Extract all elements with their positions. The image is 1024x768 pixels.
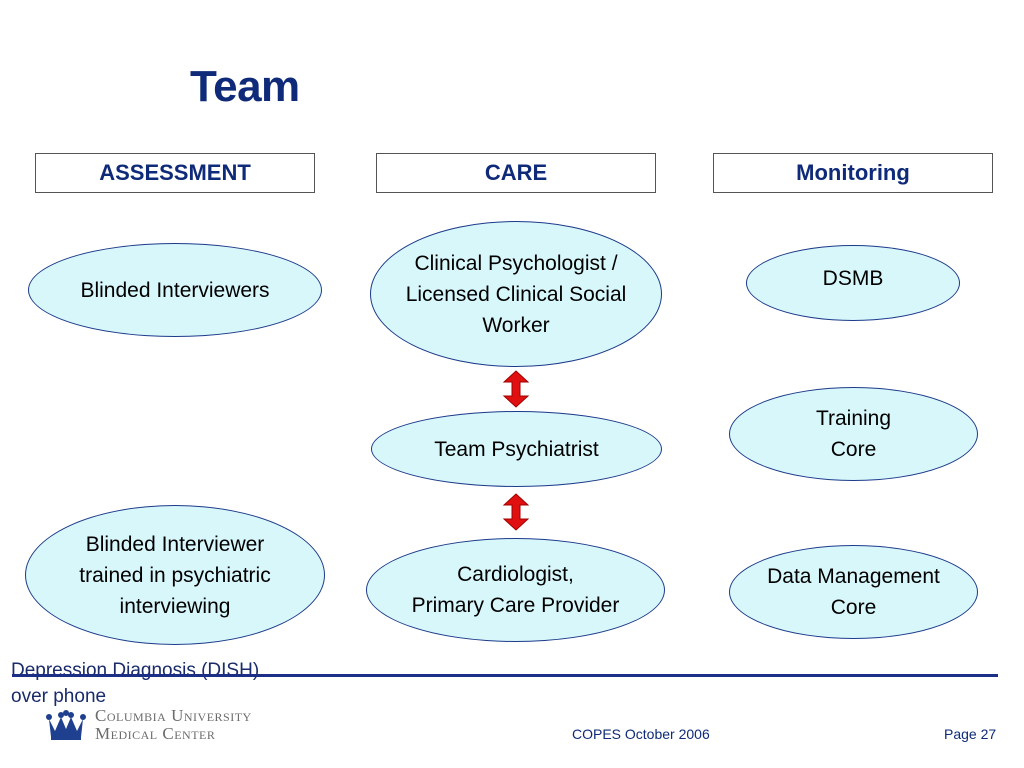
column-header-assessment: ASSESSMENT [35,153,315,193]
node-label: Data Management Core [767,561,940,623]
node-label: Clinical Psychologist / Licensed Clinica… [406,248,627,341]
node-line: DSMB [822,266,884,290]
footnote-line: Depression Diagnosis (DISH) [11,660,260,681]
node-blinded-interviewer-trained: Blinded Interviewer trained in psychiatr… [25,505,325,645]
column-header-care: CARE [376,153,656,193]
node-dsmb: DSMB [746,245,960,321]
footnote: Depression Diagnosis (DISH) over phone [11,658,259,710]
node-data-management-core: Data Management Core [729,545,978,639]
node-training-core: Training Core [729,387,978,481]
node-line: Blinded Interviewers [80,278,270,302]
column-header-monitoring: Monitoring [713,153,993,193]
node-clinical-psychologist: Clinical Psychologist / Licensed Clinica… [370,221,662,367]
node-line: Licensed Clinical Social [405,282,627,306]
page-number: Page 27 [944,726,997,742]
node-team-psychiatrist: Team Psychiatrist [371,411,662,487]
node-line: Training [815,407,892,430]
logo-line: Medical Center [95,724,216,743]
node-line: Blinded Interviewer [85,532,265,556]
node-line: trained in psychiatric [79,563,271,587]
double-arrow-icon [503,370,529,408]
node-cardiologist: Cardiologist, Primary Care Provider [366,538,665,642]
node-line: Worker [482,313,550,337]
page-title: Team [190,62,300,111]
footer-rule [12,674,998,677]
node-blinded-interviewers: Blinded Interviewers [28,243,322,337]
node-line: Core [830,596,877,619]
logo-wordmark: Columbia University Medical Center [95,707,252,743]
node-line: Core [830,438,877,461]
double-arrow-icon [503,493,529,531]
node-line: Data Management [767,565,940,588]
crown-icon [46,710,86,740]
node-line: interviewing [119,594,231,618]
node-label: Blinded Interviewer trained in psychiatr… [79,529,270,622]
node-label: Training Core [816,403,891,465]
node-label: Cardiologist, Primary Care Provider [412,559,620,621]
node-label: Team Psychiatrist [434,434,599,465]
node-line: Cardiologist, [457,563,574,586]
footnote-line: over phone [11,686,107,707]
footer-date: COPES October 2006 [572,726,710,742]
node-label: DSMB [823,263,884,294]
node-line: Team Psychiatrist [434,437,599,461]
node-line: Clinical Psychologist / [414,251,618,275]
node-line: Primary Care Provider [411,594,620,617]
node-label: Blinded Interviewers [80,275,269,306]
logo: Columbia University Medical Center [45,707,252,743]
logo-line: Columbia University [95,706,252,725]
